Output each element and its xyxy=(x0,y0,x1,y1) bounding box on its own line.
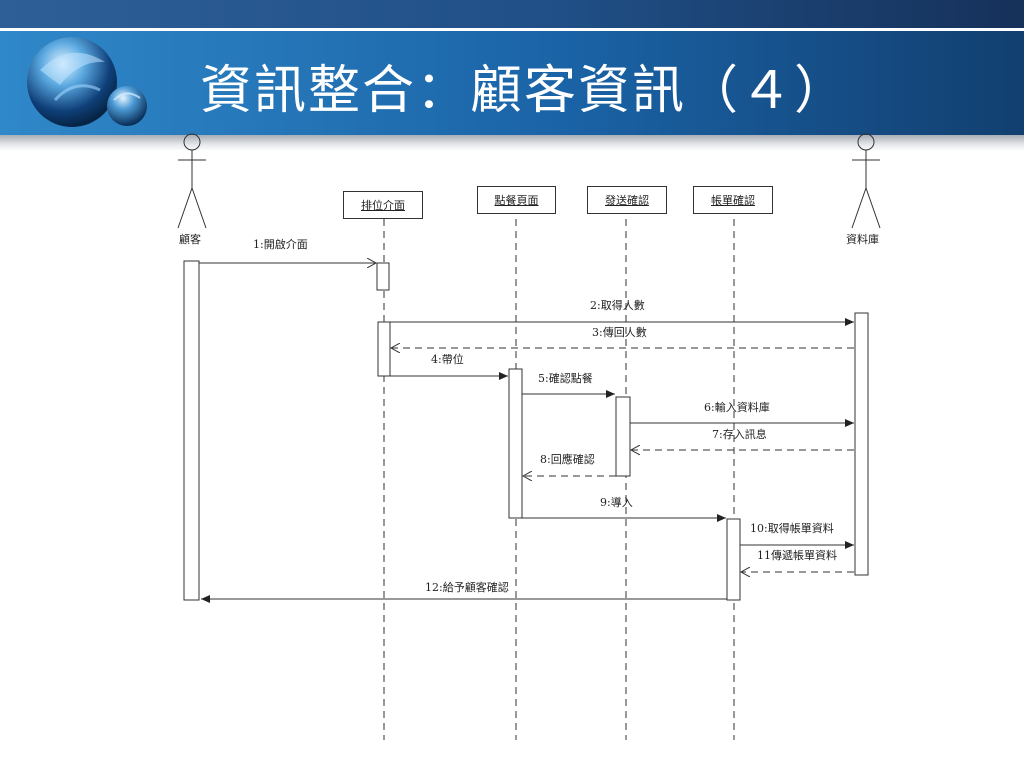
activation-order xyxy=(508,368,523,519)
object-bill-confirm: 帳單確認 xyxy=(693,186,773,214)
object-send-confirm: 發送確認 xyxy=(587,186,667,214)
message-3-label: 3:傳回人數 xyxy=(592,326,647,339)
activation-database xyxy=(854,312,869,576)
message-2-label: 2:取得人數 xyxy=(590,299,645,312)
message-5-label: 5:確認點餐 xyxy=(538,372,593,385)
message-6-label: 6:輸入資料庫 xyxy=(704,401,770,414)
message-11-label: 11傳遞帳單資料 xyxy=(757,549,837,562)
activation-bill xyxy=(726,518,741,601)
actor-customer-icon xyxy=(177,133,207,229)
message-4-label: 4:帶位 xyxy=(431,353,464,366)
message-1-label: 1:開啟介面 xyxy=(253,238,308,251)
activation-send xyxy=(615,396,631,477)
message-8-label: 8:回應確認 xyxy=(540,453,595,466)
actor-customer-label: 顧客 xyxy=(179,233,201,246)
activation-seat-2 xyxy=(377,321,391,377)
message-10-label: 10:取得帳單資料 xyxy=(750,522,834,535)
actor-database-icon xyxy=(851,133,881,229)
actor-database-label: 資料庫 xyxy=(846,233,879,246)
top-band xyxy=(0,0,1024,28)
message-9-label: 9:導入 xyxy=(600,496,633,509)
object-order-page: 點餐頁面 xyxy=(477,186,556,214)
activation-seat-1 xyxy=(376,262,390,291)
top-divider xyxy=(0,28,1024,31)
title-banner xyxy=(0,31,1024,135)
slide-title: 資訊整合：顧客資訊（４） xyxy=(200,61,849,121)
object-seat-interface: 排位介面 xyxy=(343,191,423,219)
message-7-label: 7:存入訊息 xyxy=(712,428,767,441)
activation-customer xyxy=(183,260,200,601)
banner-shadow xyxy=(0,135,1024,151)
message-12-label: 12:給予顧客確認 xyxy=(425,581,509,594)
